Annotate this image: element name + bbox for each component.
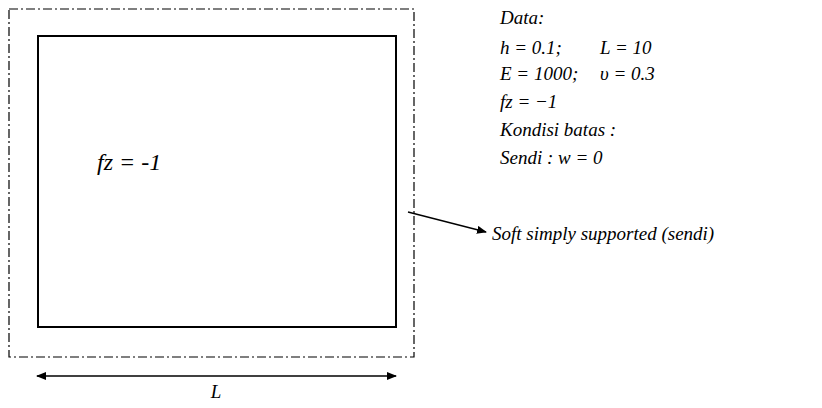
parameter: h = 0.1;: [500, 38, 562, 59]
boundary-heading: Kondisi batas :: [500, 120, 616, 141]
data-heading: Data:: [500, 8, 544, 29]
parameter: υ = 0.3: [600, 64, 655, 85]
dimension-label: L: [211, 382, 222, 403]
leader-arrow: [408, 212, 486, 232]
support-boundary: [9, 9, 414, 357]
load-label: fz = -1: [97, 149, 161, 175]
dimension-arrow: [37, 375, 396, 376]
parameter: E = 1000;: [500, 64, 578, 85]
parameter: L = 10: [600, 38, 652, 59]
support-label: Soft simply supported (sendi): [492, 224, 714, 245]
boundary-condition: Sendi : w = 0: [500, 148, 603, 169]
parameter: fz = −1: [500, 92, 557, 113]
plate-square: fz = -1: [37, 35, 397, 328]
